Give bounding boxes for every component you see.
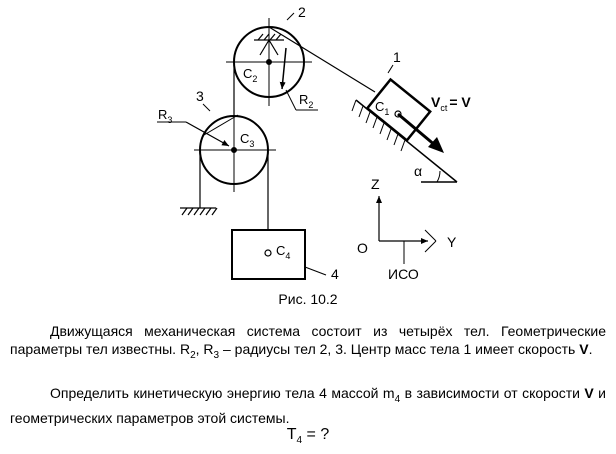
velocity-arrowhead	[428, 137, 444, 153]
pulley-3	[194, 110, 276, 192]
alpha-label: α	[414, 163, 422, 179]
velocity-arrow	[397, 112, 437, 148]
body4-leader	[304, 266, 327, 276]
reference-frame	[376, 196, 437, 264]
body2-label: 2	[298, 4, 306, 20]
body-4	[231, 229, 306, 280]
r2-label: R2	[299, 92, 313, 110]
c1-label: C1	[375, 99, 389, 117]
r2-leader	[285, 89, 297, 111]
axis-y-label: Y	[447, 234, 457, 250]
r3-label: R3	[158, 107, 172, 125]
question-formula: T4 = ?	[286, 426, 330, 447]
figure-caption: Рис. 10.2	[278, 291, 338, 307]
axis-o-label: O	[357, 240, 368, 256]
body2-leader	[286, 12, 295, 21]
velocity-label: Vct= V	[431, 94, 471, 113]
axis-z-label: Z	[371, 176, 380, 192]
c4-point	[264, 249, 272, 257]
ropes	[199, 26, 376, 230]
paragraph-task: Определить кинетическую энергию тела 4 м…	[10, 385, 606, 426]
ground-support	[180, 207, 218, 216]
c2-label: C2	[243, 66, 257, 84]
body1-label: 1	[393, 49, 401, 65]
body3-label: 3	[196, 88, 204, 104]
c3-label: C3	[240, 131, 254, 149]
r3-arrow	[185, 121, 230, 147]
body1-leader	[387, 64, 394, 74]
body-1	[365, 77, 432, 143]
c4-label: C4	[276, 243, 290, 261]
body3-leader	[202, 103, 211, 112]
paragraph-conditions: Движущаяся механическая система состоит …	[10, 323, 606, 361]
frame-label: ИСО	[388, 266, 419, 282]
body4-label: 4	[331, 266, 339, 282]
mechanism-figure: 2 C2 R2 R3 3 C3 C4 4	[157, 4, 471, 282]
